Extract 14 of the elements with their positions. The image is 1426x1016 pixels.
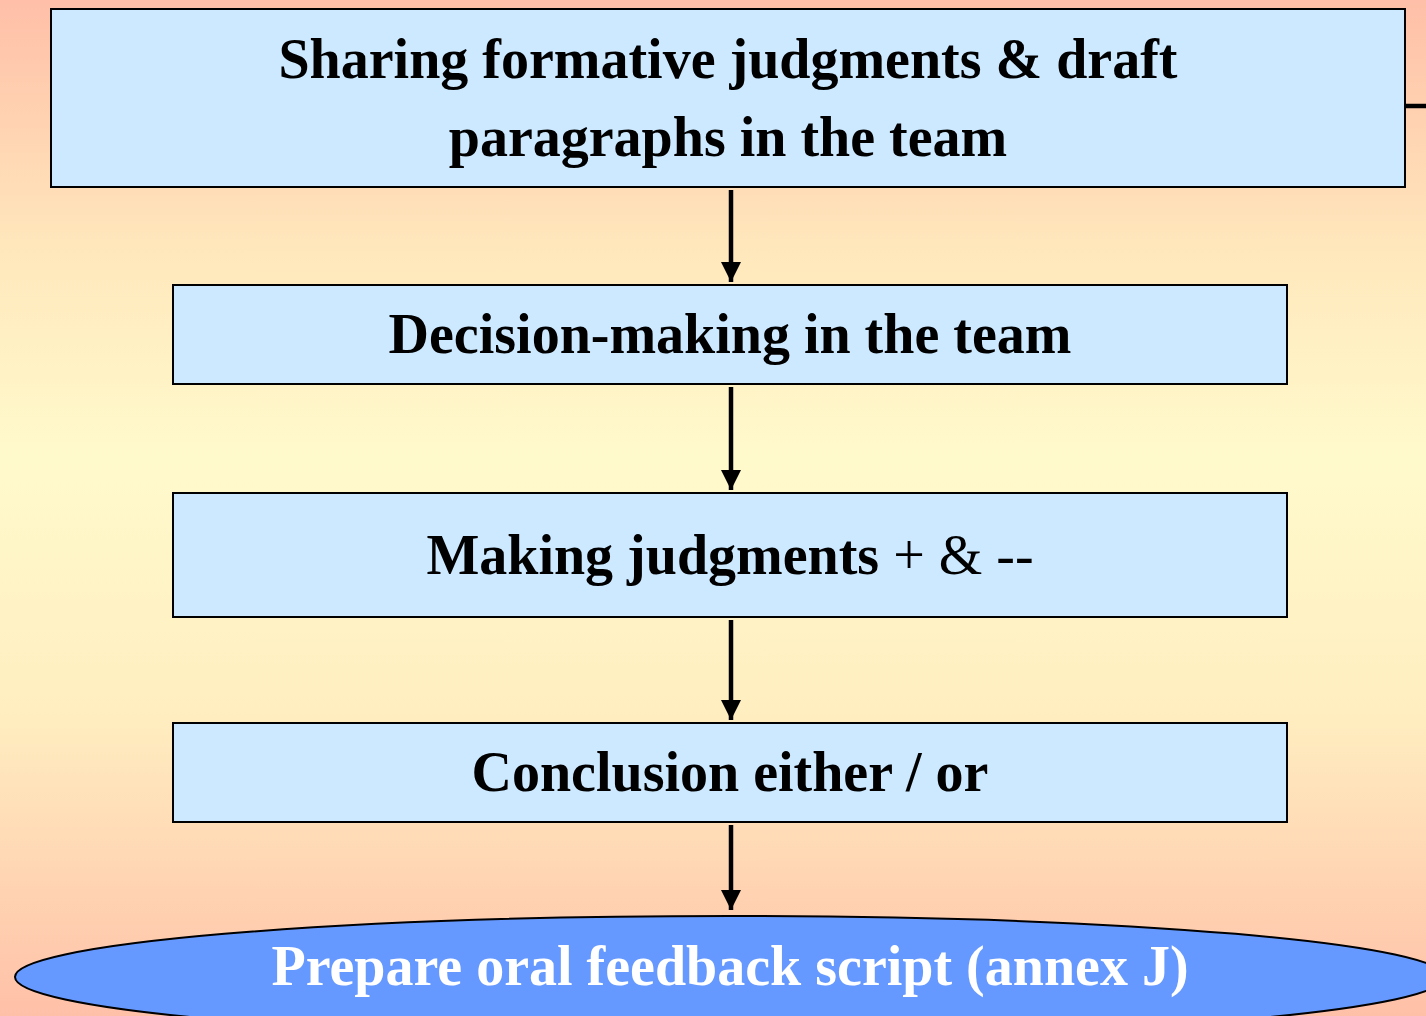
process-box (50, 8, 1406, 188)
step-text: Sharing formative judgments & draft paragraphs in the team (277, 26, 1179, 170)
arrow (721, 620, 741, 720)
step-text: Decision-making in the team (387, 302, 1073, 368)
step-text: Prepare oral feedback script (annex J) (270, 936, 1190, 998)
process-box (172, 284, 1288, 385)
step-text: Conclusion either / or (470, 740, 990, 806)
process-box (172, 492, 1288, 618)
arrow (721, 825, 741, 910)
connector-line (1406, 103, 1426, 109)
step-text: Making judgments + & -- (425, 522, 1035, 588)
arrow (721, 387, 741, 490)
arrow (721, 190, 741, 282)
process-box (172, 722, 1288, 823)
